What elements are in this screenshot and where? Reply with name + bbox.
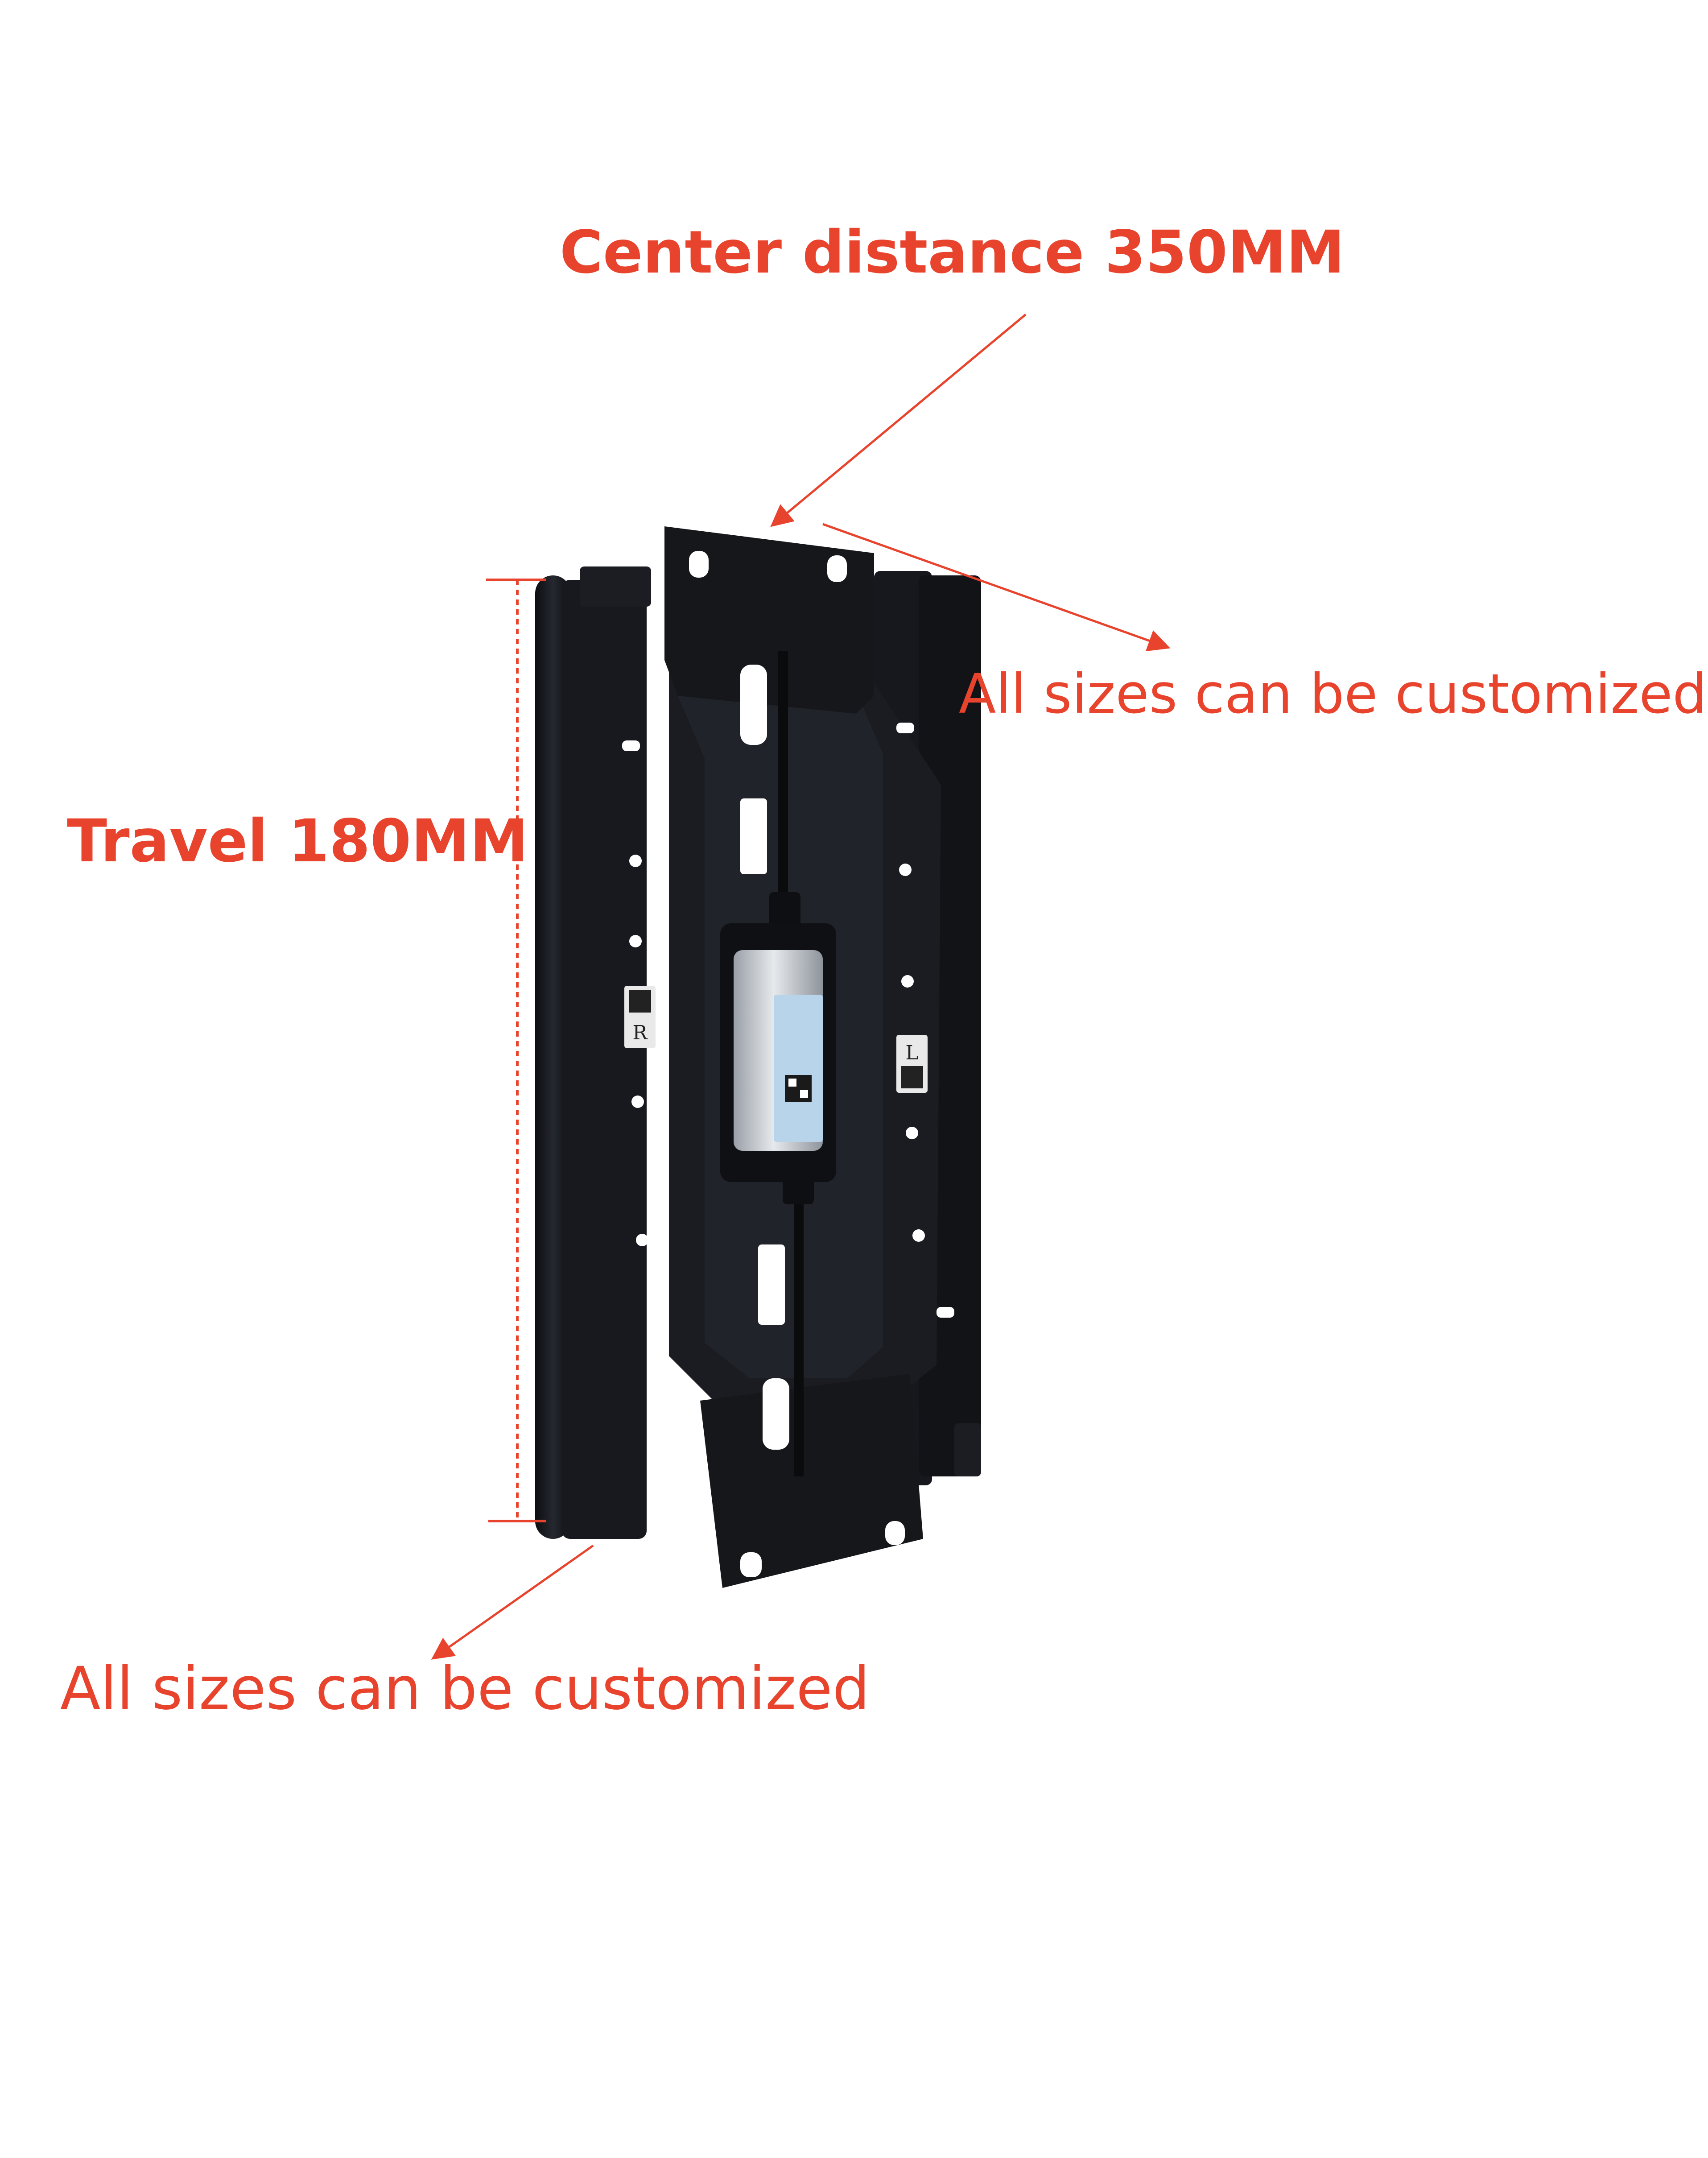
center-distance-arrow bbox=[770, 314, 1027, 527]
annotation-arrows bbox=[431, 314, 1171, 1660]
customize-label-right: All sizes can be customized bbox=[959, 662, 1707, 726]
travel-label: Travel 180MM bbox=[67, 807, 528, 876]
left-tag-letter: R bbox=[632, 1021, 648, 1044]
rail-holes bbox=[622, 723, 954, 1376]
left-side-tag: R bbox=[624, 986, 656, 1048]
customize-bottom-arrow bbox=[431, 1544, 594, 1660]
bottom-mount-plate bbox=[700, 1374, 923, 1588]
customize-label-bottom: All sizes can be customized bbox=[60, 1654, 870, 1723]
left-rail bbox=[535, 566, 651, 1539]
channel-slots bbox=[740, 665, 789, 1450]
right-tag-letter: L bbox=[905, 1042, 918, 1064]
electric-motor bbox=[720, 923, 836, 1182]
top-mount-plate bbox=[664, 526, 874, 714]
right-side-tag: L bbox=[896, 1035, 928, 1093]
customize-right-arrow bbox=[822, 523, 1171, 652]
center-distance-label: Center distance 350MM bbox=[560, 218, 1345, 287]
